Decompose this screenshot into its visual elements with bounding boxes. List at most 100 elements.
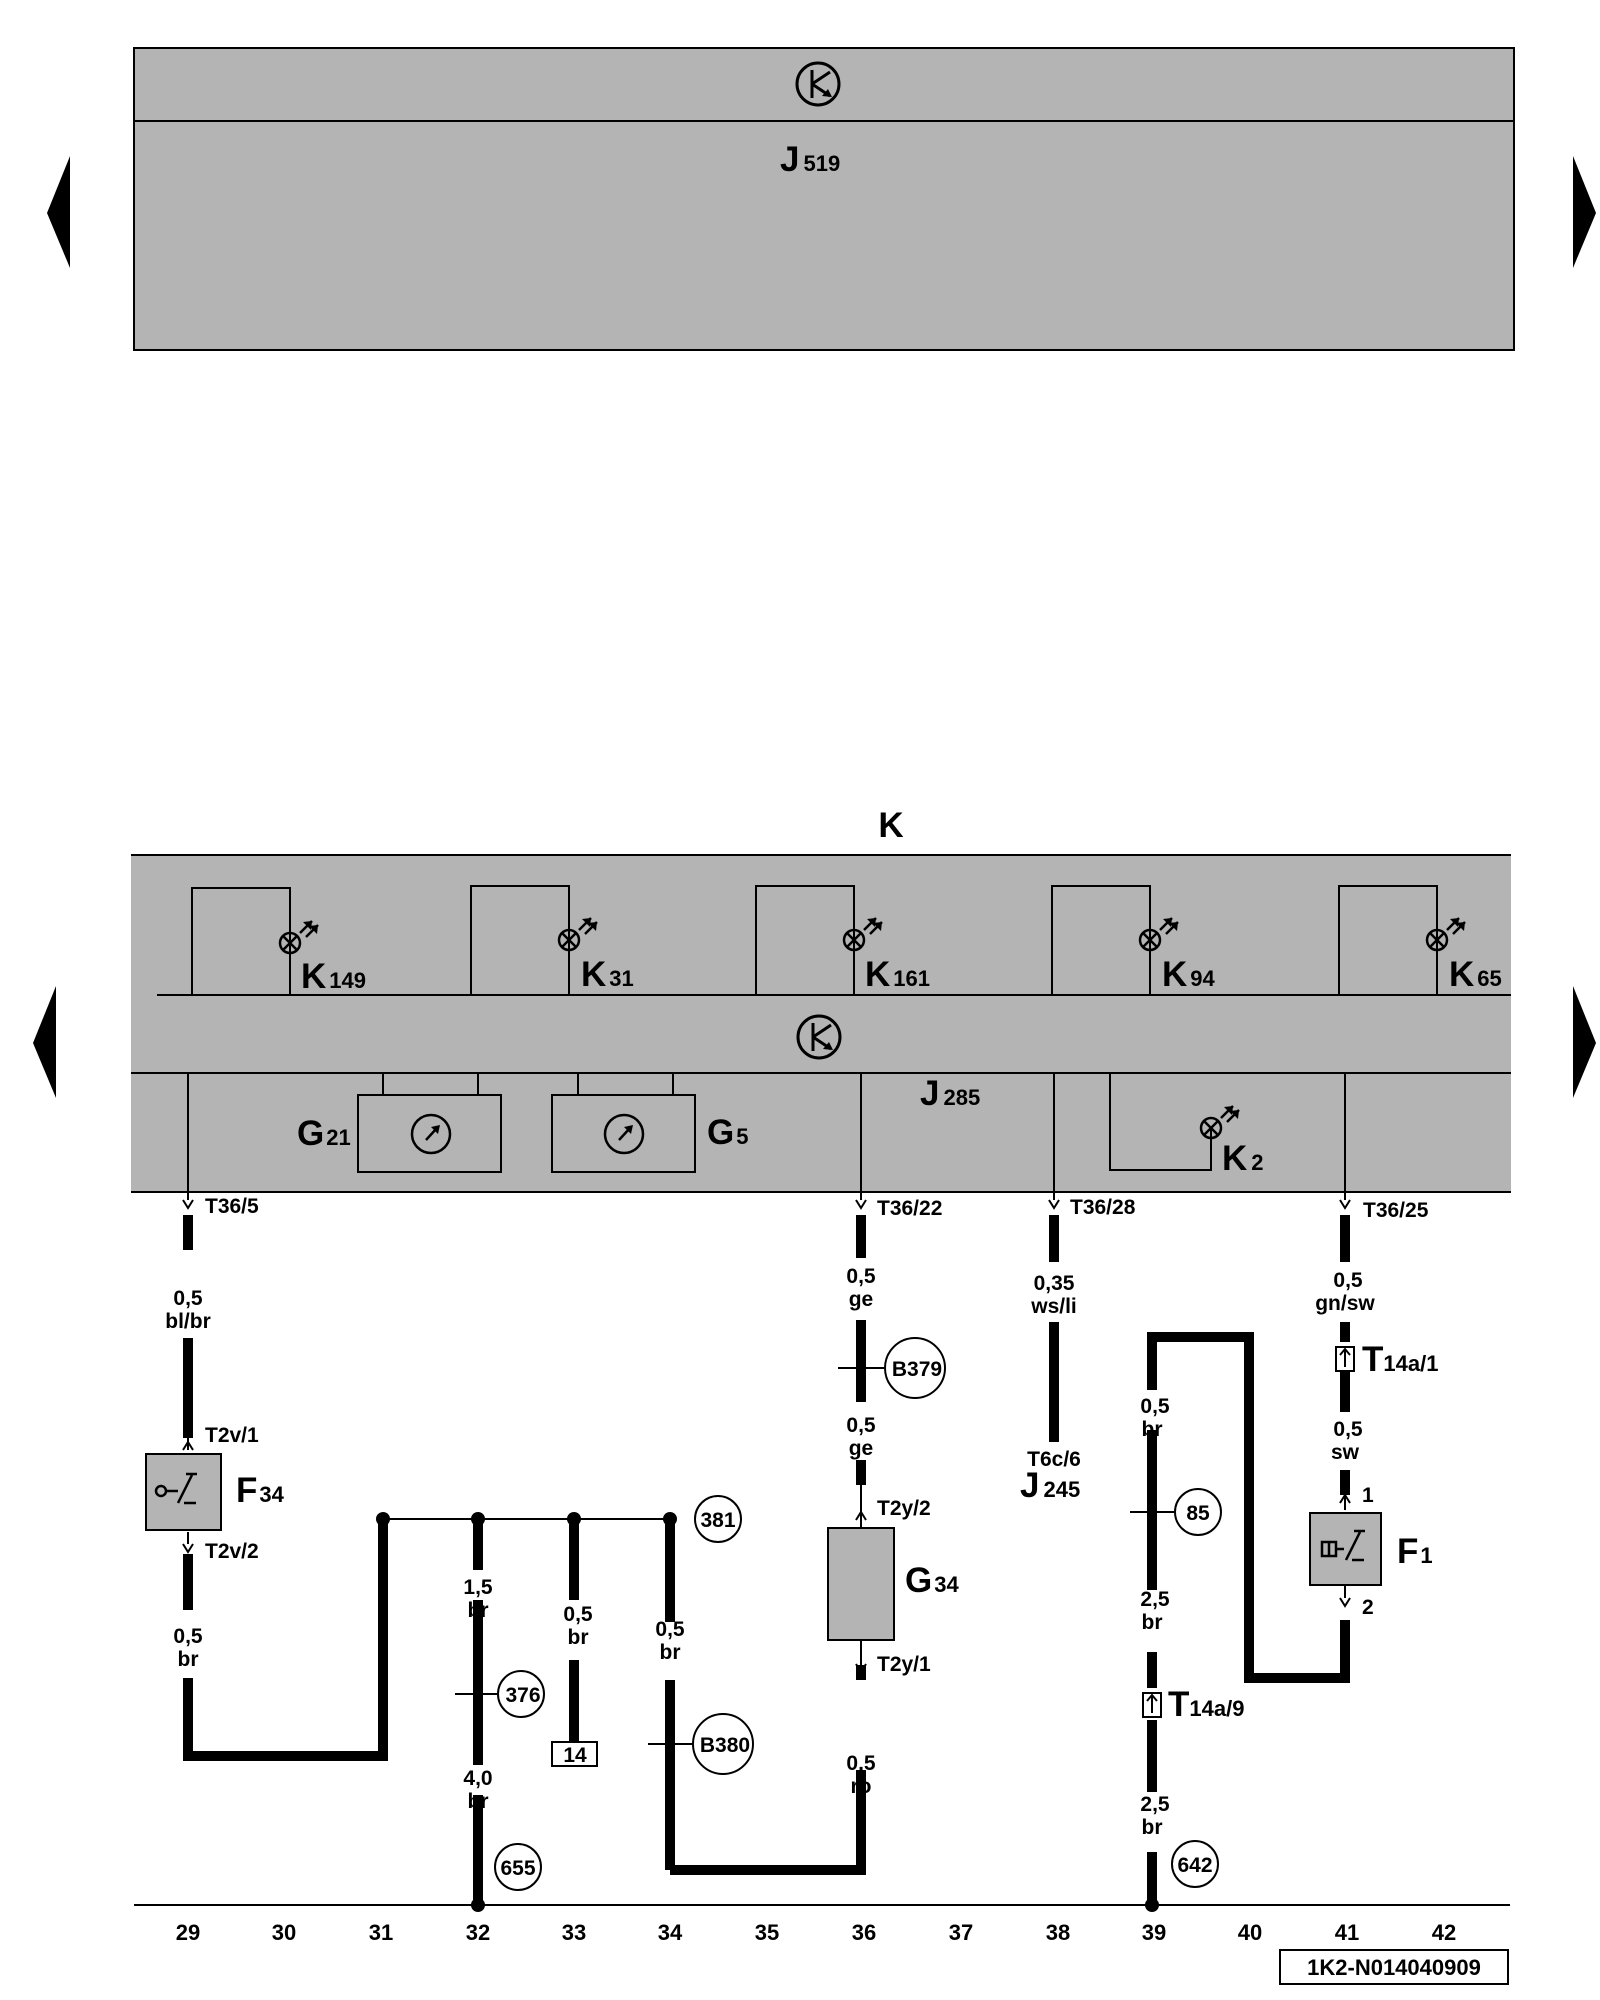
wire-color: ge bbox=[849, 1437, 874, 1460]
column-number: 36 bbox=[852, 1920, 876, 1945]
connector-icon bbox=[1142, 1692, 1162, 1718]
svg-text:85: 85 bbox=[1186, 1502, 1210, 1525]
wire-color: ws/li bbox=[1030, 1295, 1077, 1318]
ground-point-642: 642 bbox=[1171, 1840, 1219, 1888]
pin-t2y-1: T2y/1 bbox=[877, 1653, 931, 1676]
ground-point-381: 381 bbox=[694, 1495, 742, 1543]
svg-text:G34: G34 bbox=[905, 1561, 959, 1600]
diagram-code-text: 1K2-N014040909 bbox=[1307, 1955, 1481, 1980]
component-g34-number: 34 bbox=[934, 1572, 959, 1597]
svg-text:K94: K94 bbox=[1162, 955, 1216, 994]
column-number: 29 bbox=[176, 1920, 200, 1945]
column-number: 32 bbox=[466, 1920, 490, 1945]
component-f1: F1 bbox=[1309, 1512, 1433, 1586]
switch-icon bbox=[154, 1472, 197, 1505]
wire-size: 0,5 bbox=[1140, 1395, 1170, 1418]
wire-color: br bbox=[568, 1626, 589, 1649]
wire-size: 0,5 bbox=[846, 1414, 876, 1437]
page-next-arrow[interactable] bbox=[1573, 156, 1596, 268]
pin-t6c-6: T6c/6 bbox=[1027, 1448, 1081, 1471]
page-prev-arrow[interactable] bbox=[33, 986, 56, 1098]
connector-icon bbox=[1335, 1346, 1355, 1372]
wire-size: 2,5 bbox=[1140, 1588, 1170, 1611]
pin-f1-2: 2 bbox=[1362, 1596, 1374, 1619]
wire-color: bl/br bbox=[165, 1310, 211, 1333]
pin-f1-1: 1 bbox=[1362, 1484, 1374, 1507]
connector-t14a-9: T14a/9 bbox=[1142, 1685, 1244, 1724]
svg-text:K2: K2 bbox=[1222, 1139, 1264, 1178]
column-number: 40 bbox=[1238, 1920, 1262, 1945]
wire-labels: 0,5 bl/br 0,5 br 1,5 br 4,0 br 0,5 br 0,… bbox=[165, 1265, 1375, 1839]
lamp-k2-letter: K bbox=[1222, 1139, 1247, 1178]
wire-color: ro bbox=[851, 1775, 872, 1798]
diagram-code: 1K2-N014040909 bbox=[1279, 1949, 1509, 1985]
gauge-g21-letter: G bbox=[297, 1114, 324, 1153]
wire-color: br bbox=[468, 1599, 489, 1622]
wire-size: 0,5 bbox=[1333, 1418, 1363, 1441]
wire-color: gn/sw bbox=[1315, 1292, 1375, 1315]
wire-size: 0,5 bbox=[1333, 1269, 1363, 1292]
terminal-14: 14 bbox=[551, 1741, 598, 1767]
gauge-g5: G5 bbox=[551, 1073, 748, 1173]
column-number: 41 bbox=[1335, 1920, 1359, 1945]
pin-t36-25: T36/25 bbox=[1363, 1199, 1429, 1222]
component-g34-letter: G bbox=[905, 1561, 932, 1600]
svg-text:G21: G21 bbox=[297, 1114, 351, 1153]
svg-text:K65: K65 bbox=[1449, 955, 1502, 994]
wire-size: 0,5 bbox=[846, 1752, 876, 1775]
lamp-k65-letter: K bbox=[1449, 955, 1474, 994]
pin-arrows bbox=[182, 1440, 1351, 1674]
wire-size: 0,5 bbox=[563, 1603, 593, 1626]
column-numbers: 29 30 31 32 33 34 35 36 37 38 39 40 41 4… bbox=[176, 1920, 1456, 1945]
lamp-k94-letter: K bbox=[1162, 955, 1187, 994]
gauge-g21: G21 bbox=[297, 1073, 502, 1173]
svg-text:B380: B380 bbox=[700, 1734, 750, 1757]
cluster-title: K bbox=[878, 806, 903, 845]
ground-point-85: 85 bbox=[1174, 1488, 1222, 1536]
column-number: 35 bbox=[755, 1920, 779, 1945]
wire-color: br bbox=[1142, 1816, 1163, 1839]
svg-text:642: 642 bbox=[1177, 1854, 1212, 1877]
svg-text:T14a/9: T14a/9 bbox=[1168, 1685, 1244, 1724]
pin-t2v-1: T2v/1 bbox=[205, 1424, 259, 1447]
pin-t36-28: T36/28 bbox=[1070, 1196, 1136, 1219]
svg-text:K31: K31 bbox=[581, 955, 634, 994]
component-g34: G34 bbox=[827, 1527, 959, 1641]
ground-point-655: 655 bbox=[494, 1843, 542, 1891]
column-number: 38 bbox=[1046, 1920, 1070, 1945]
column-number: 30 bbox=[272, 1920, 296, 1945]
column-number: 31 bbox=[369, 1920, 393, 1945]
wire-color: br bbox=[1142, 1611, 1163, 1634]
svg-text:F34: F34 bbox=[236, 1471, 285, 1510]
lamp-k149-number: 149 bbox=[329, 968, 366, 993]
page-prev-arrow[interactable] bbox=[47, 156, 70, 268]
wiring bbox=[182, 1192, 1351, 1905]
lamp-k65-number: 65 bbox=[1477, 966, 1501, 991]
pin-t2y-2: T2y/2 bbox=[877, 1497, 931, 1520]
column-number: 42 bbox=[1432, 1920, 1456, 1945]
lamp-k161-letter: K bbox=[865, 955, 890, 994]
column-number: 37 bbox=[949, 1920, 973, 1945]
component-f34-number: 34 bbox=[259, 1482, 284, 1507]
wire-color: br bbox=[468, 1790, 489, 1813]
page-next-arrow[interactable] bbox=[1573, 986, 1596, 1098]
connector-t14a-1: T14a/1 bbox=[1335, 1340, 1438, 1379]
gauge-g5-number: 5 bbox=[736, 1124, 748, 1149]
component-f1-letter: F bbox=[1397, 1532, 1418, 1571]
wire-size: 0,5 bbox=[173, 1625, 203, 1648]
ground-point-b379: B379 bbox=[884, 1337, 946, 1399]
wire-junctions bbox=[376, 1363, 1159, 1912]
wire-color: ge bbox=[849, 1288, 874, 1311]
gauge-g21-number: 21 bbox=[326, 1125, 350, 1150]
column-number: 33 bbox=[562, 1920, 586, 1945]
